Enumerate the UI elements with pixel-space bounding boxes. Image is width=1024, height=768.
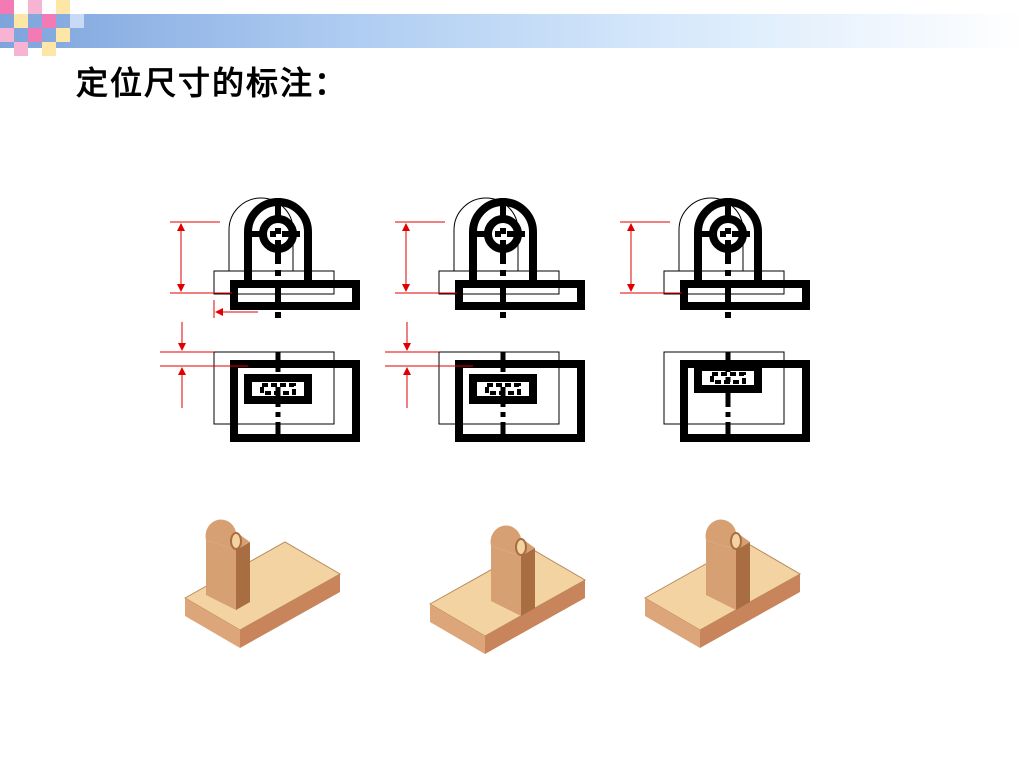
orthographic-views-3 [620, 197, 810, 446]
support-front-face [206, 540, 236, 610]
base-front-face [645, 598, 700, 648]
base-front-view [455, 280, 585, 310]
page-title: 定位尺寸的标注： [76, 64, 349, 102]
ghost-support-outline [678, 197, 744, 271]
base-top-view [680, 360, 810, 442]
base-side-face [485, 580, 585, 654]
support-side-face [736, 542, 750, 610]
ghost-base-top-outline [663, 351, 785, 425]
ghost-base-top-outline [213, 351, 335, 425]
base-top-view [455, 360, 585, 442]
header-gradient-bar [0, 14, 1024, 48]
ghost-support-outline [228, 197, 294, 271]
support-side-face [521, 548, 535, 616]
base-side-face [240, 574, 340, 648]
support-hole [230, 532, 242, 550]
isometric-model-1 [183, 519, 342, 648]
base-front-view [230, 280, 360, 310]
support-front-face [491, 546, 521, 616]
base-side-face [700, 574, 800, 648]
support-hole [515, 538, 527, 556]
isometric-model-2 [428, 525, 587, 654]
ghost-support-outline [453, 197, 519, 271]
base-front-face [185, 598, 240, 648]
base-top-view [230, 360, 360, 442]
isometric-model-3 [643, 519, 802, 648]
base-front-view [680, 280, 810, 310]
support-front-face [706, 540, 736, 610]
support-hole [730, 532, 742, 550]
corner-checker-decoration [0, 0, 84, 56]
orthographic-views-1 [160, 197, 360, 446]
support-side-face [236, 542, 250, 610]
orthographic-views-2 [385, 197, 585, 446]
ghost-base-top-outline [438, 351, 560, 425]
base-front-face [430, 604, 485, 654]
